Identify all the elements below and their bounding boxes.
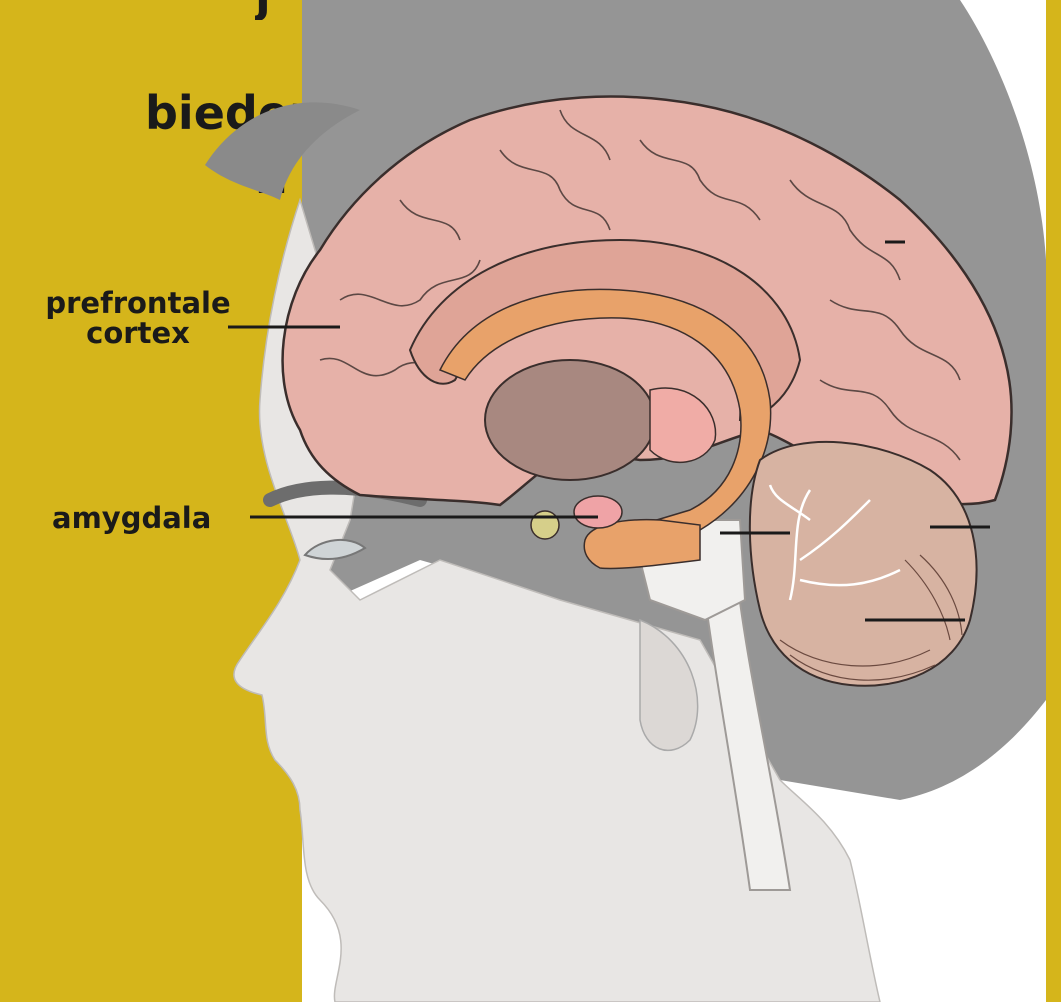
thalamus — [485, 360, 655, 480]
label-prefrontal-line2: cortex — [26, 318, 250, 348]
amygdala — [574, 496, 622, 528]
label-prefrontal-cortex: prefrontale cortex — [26, 288, 250, 348]
pituitary — [531, 511, 559, 539]
label-prefrontal-line1: prefrontale — [26, 288, 250, 318]
label-amygdala: amygdala — [52, 503, 211, 533]
